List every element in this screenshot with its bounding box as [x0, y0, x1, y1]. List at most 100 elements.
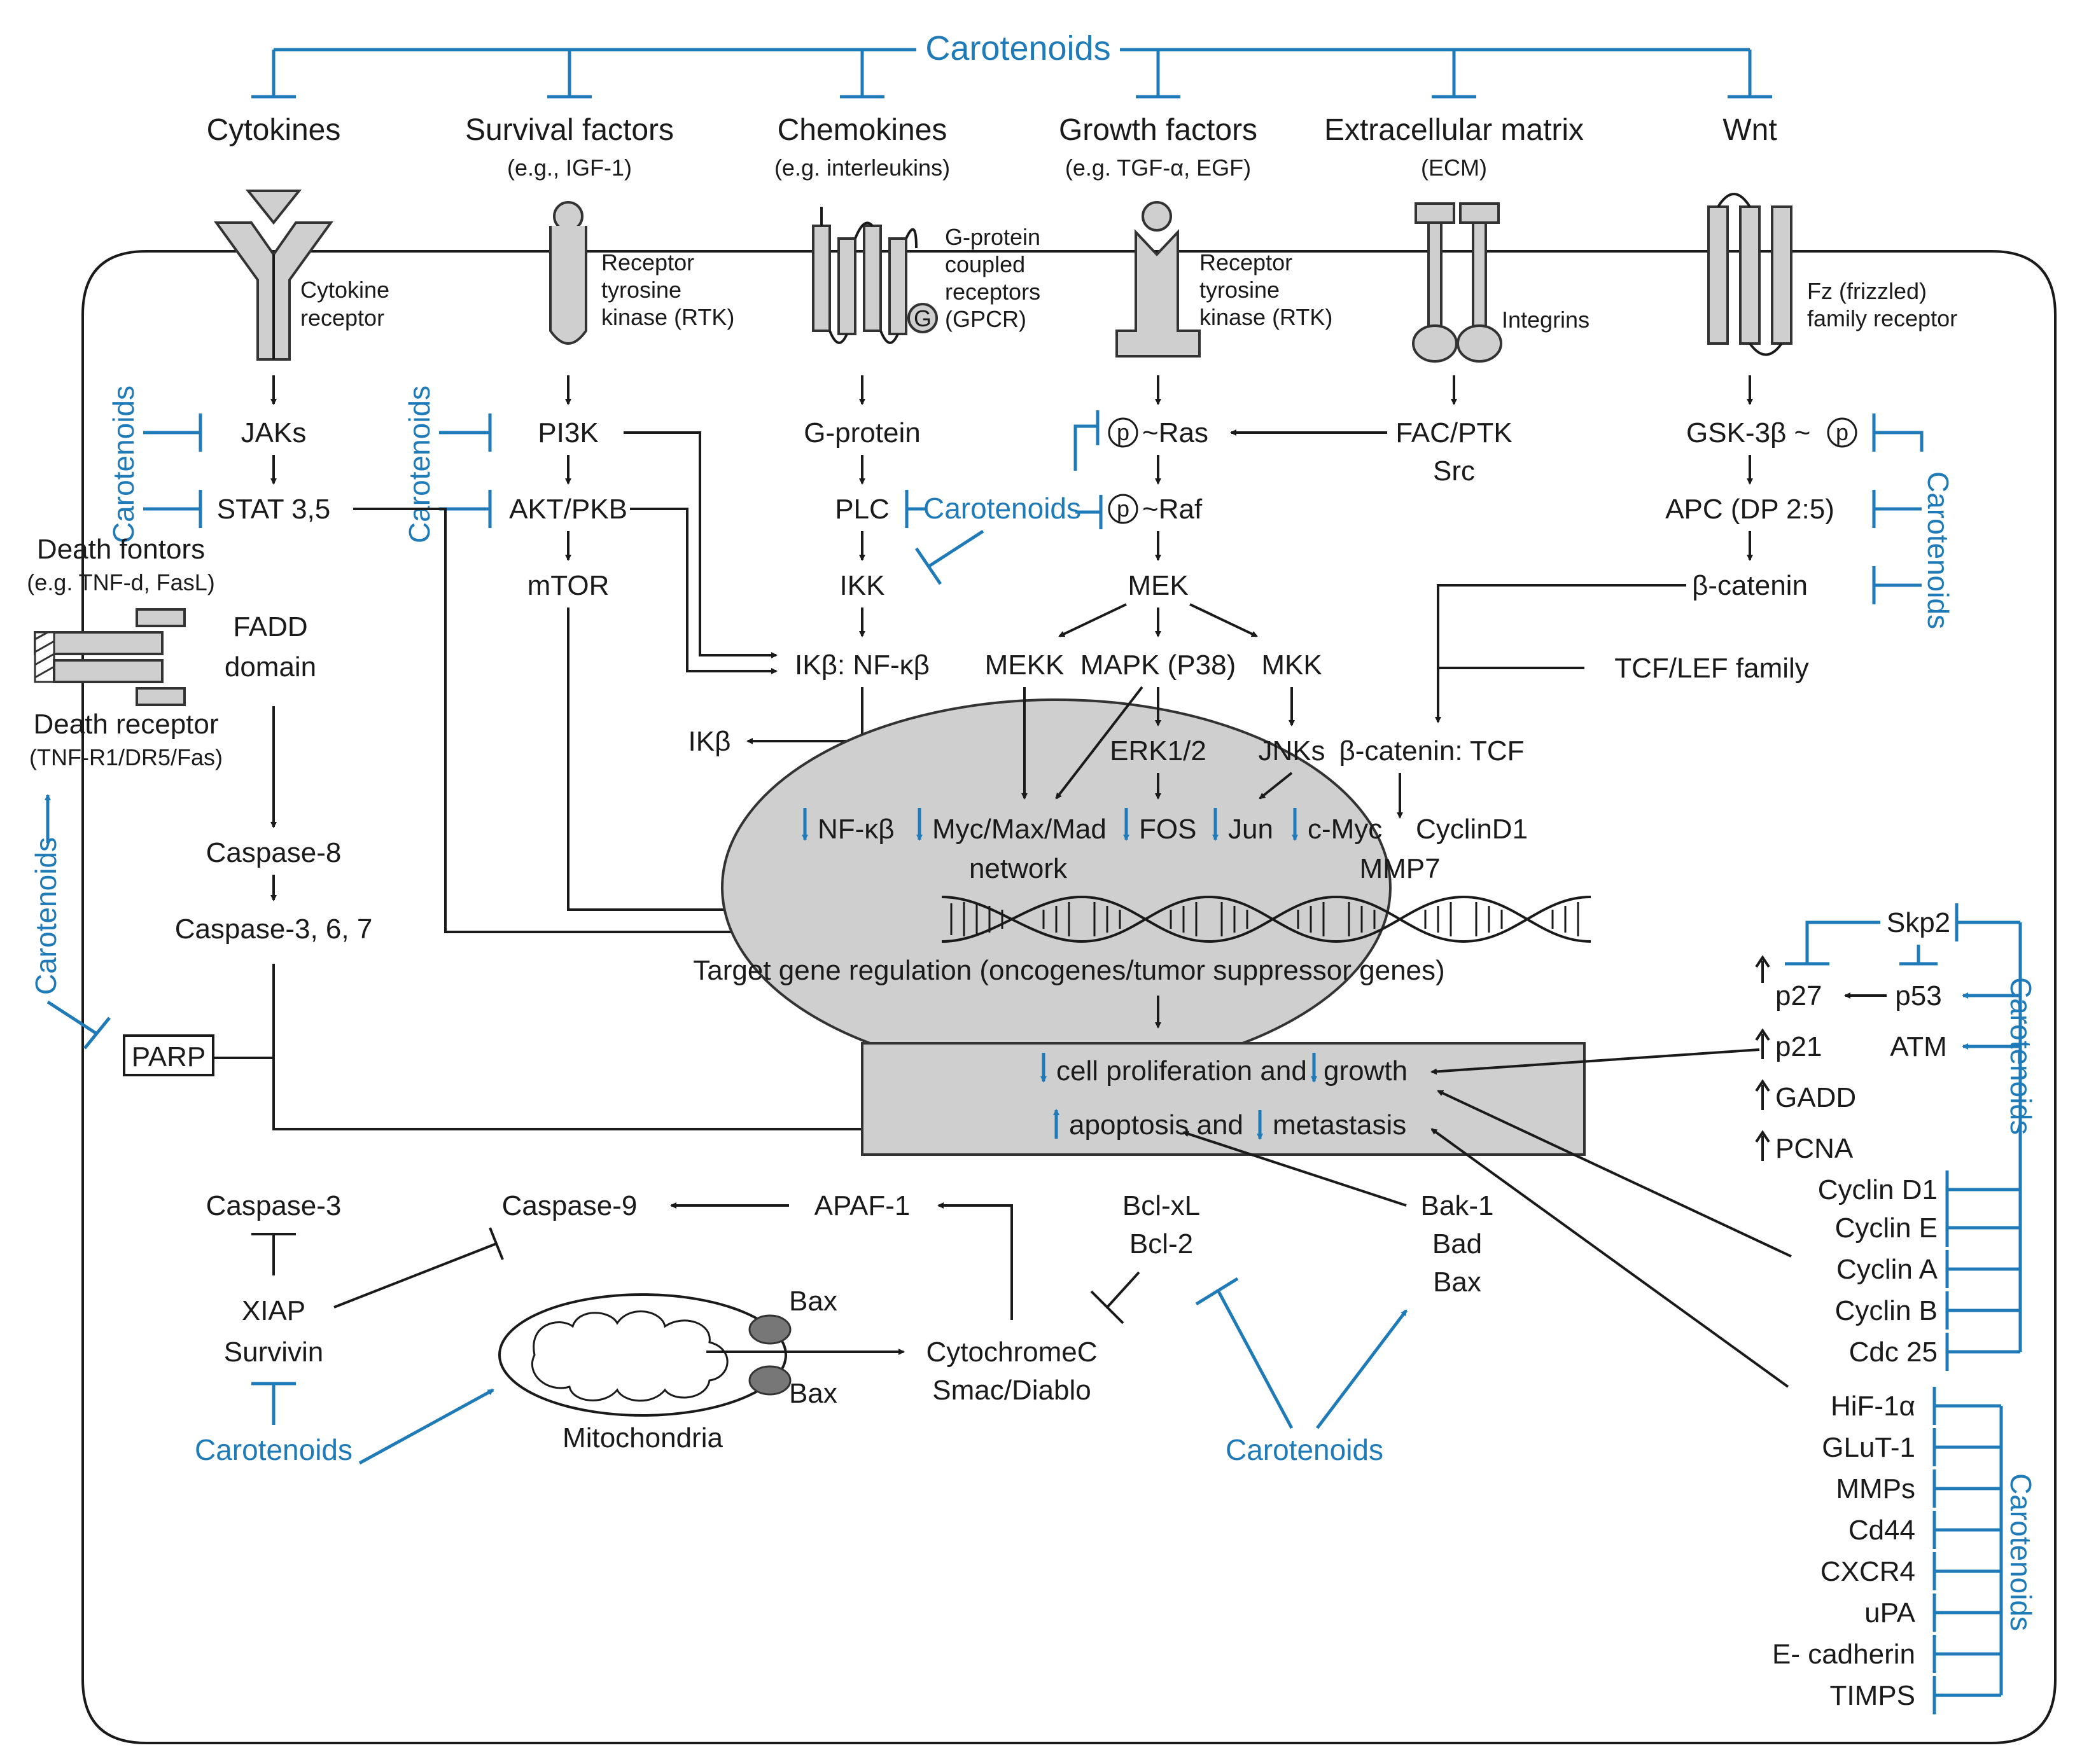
- carotenoids-wnt-label: Carotenoids: [1922, 471, 1955, 629]
- gpcr-label-3: receptors: [945, 279, 1040, 305]
- mitochondria-inner: [531, 1310, 729, 1402]
- rtk2-label-1: Receptor: [1199, 249, 1292, 275]
- raf-p-symbol: p: [1117, 496, 1129, 522]
- fz-label-1: Fz (frizzled): [1807, 278, 1927, 304]
- node-mkk: MKK: [1261, 649, 1322, 681]
- node-raf: ~Raf: [1142, 494, 1203, 525]
- node-akt: AKT/PKB: [509, 494, 627, 525]
- node-ikb-nfkb: IKβ: NF-κβ: [795, 649, 930, 681]
- outcome-box: cell proliferation and growth apoptosis …: [861, 1042, 1586, 1156]
- node-bcatenin: β-catenin: [1692, 570, 1808, 601]
- node-bcl-xl: Bcl-xL: [1122, 1190, 1200, 1221]
- node-survivin: Survivin: [224, 1337, 324, 1368]
- rtk2-label-3: kinase (RTK): [1199, 304, 1332, 330]
- mitochondrial-apoptosis-pathway: Caspase-3 XIAP Survivin Carotenoids Casp…: [195, 1130, 1494, 1466]
- node-ikb: IKβ: [688, 726, 731, 757]
- gpcr-g-label: G: [914, 305, 932, 331]
- node-pi3k: PI3K: [538, 417, 598, 448]
- rtk-receptor-2-shape: Receptor tyrosine kinase (RTK): [1115, 201, 1332, 358]
- fz-receptor-shape: Fz (frizzled) family receptor: [1707, 193, 1957, 356]
- node-src: Src: [1433, 455, 1475, 487]
- metastasis-markers: HiF-1α GLuT-1 MMPs Cd44 CXCR4 uPA E- cad…: [1430, 1128, 2037, 1714]
- node-cyclin-d1-nuc: CyclinD1: [1416, 814, 1528, 845]
- carotenoids-bcl-label: Carotenoids: [1226, 1433, 1383, 1466]
- node-death-fontors: Death fontors: [37, 534, 205, 565]
- carotenoids-plc-label: Carotenoids: [923, 492, 1081, 525]
- marker-6: E- cadherin: [1772, 1639, 1915, 1670]
- node-mmp7: MMP7: [1359, 853, 1440, 884]
- node-death-receptor-sub: (TNF-R1/DR5/Fas): [29, 744, 223, 770]
- marker-2: MMPs: [1836, 1473, 1915, 1504]
- node-fadd-1: FADD: [233, 611, 307, 642]
- ligand-extracellular-matrix: Extracellular matrix: [1324, 113, 1584, 147]
- node-cytochrome-c: CytochromeC: [926, 1337, 1098, 1368]
- node-atm: ATM: [1890, 1031, 1947, 1062]
- node-mapk: MAPK (P38): [1080, 649, 1236, 681]
- node-mekk: MEKK: [985, 649, 1065, 681]
- node-stat: STAT 3,5: [217, 494, 331, 525]
- marker-4: CXCR4: [1820, 1556, 1915, 1587]
- gsk-p-symbol: p: [1836, 419, 1848, 445]
- node-bak-1: Bak-1: [1421, 1190, 1494, 1221]
- node-fos: FOS: [1139, 814, 1196, 845]
- integrins-label: Integrins: [1502, 307, 1589, 333]
- wnt-pathway: GSK-3β ~ p APC (DP 2:5) β-catenin Carote…: [1435, 375, 1955, 723]
- node-smac-diablo: Smac/Diablo: [932, 1375, 1091, 1406]
- cytokine-receptor-label-1: Cytokine: [300, 277, 389, 303]
- rtk2-label-2: tyrosine: [1199, 277, 1280, 303]
- node-death-fontors-sub: (e.g. TNF-d, FasL): [27, 569, 214, 595]
- rtk1-label-2: tyrosine: [601, 277, 681, 303]
- carotenoids-death-label: Carotenoids: [29, 837, 62, 995]
- gpcr-nfkb-pathway: G-protein PLC IKK IKβ: NF-κβ IKβ Caroten…: [688, 375, 1103, 793]
- node-tcf-lef: TCF/LEF family: [1614, 653, 1809, 684]
- node-erk: ERK1/2: [1110, 735, 1206, 767]
- node-death-receptor: Death receptor: [33, 709, 218, 740]
- node-bcat-tcf: β-catenin: TCF: [1339, 735, 1524, 767]
- integrin-shape: Integrins: [1412, 202, 1589, 363]
- rtk1-label-1: Receptor: [601, 249, 694, 275]
- top-carotenoid-inhibition: Carotenoids: [251, 29, 1772, 99]
- cyclin-0: Cyclin D1: [1818, 1174, 1938, 1205]
- node-p27: p27: [1775, 980, 1822, 1011]
- gpcr-label-4: (GPCR): [945, 306, 1026, 332]
- ligand-survival-factors: Survival factors: [465, 113, 674, 147]
- outcome-proliferation: cell proliferation and: [1056, 1055, 1307, 1087]
- node-myc-max-mad: Myc/Max/Mad: [932, 814, 1107, 845]
- node-caspase-8: Caspase-8: [206, 837, 342, 868]
- ligand-chemokines: Chemokines: [778, 113, 947, 147]
- jak-stat-pathway: JAKs STAT 3,5 Carotenoids: [107, 375, 330, 543]
- outcome-growth: growth: [1324, 1055, 1408, 1087]
- node-apaf-1: APAF-1: [814, 1190, 911, 1221]
- carotenoids-p53-label: Carotenoids: [2004, 977, 2037, 1135]
- fz-label-2: family receptor: [1807, 305, 1957, 331]
- marker-7: TIMPS: [1830, 1680, 1915, 1711]
- node-bax-top: Bax: [789, 1286, 837, 1317]
- outcome-metastasis: metastasis: [1273, 1109, 1406, 1141]
- marker-1: GLuT-1: [1822, 1432, 1915, 1463]
- top-carotenoids-label: Carotenoids: [925, 29, 1110, 67]
- rtk-receptor-1-shape: Receptor tyrosine kinase (RTK): [549, 201, 734, 345]
- node-bad: Bad: [1432, 1228, 1482, 1260]
- cyclin-4: Cdc 25: [1849, 1337, 1938, 1368]
- ligand-growth-factors-sub: (e.g. TGF-α, EGF): [1065, 155, 1251, 181]
- nucleus: ERK1/2 JNKs β-catenin: TCF NF-κβ Myc/Max…: [693, 686, 1591, 1076]
- carotenoids-markers-label: Carotenoids: [2004, 1473, 2037, 1631]
- node-fadd-2: domain: [225, 651, 316, 683]
- cytokine-receptor-shape: Cytokine receptor: [214, 190, 389, 361]
- node-bax-bottom: Bax: [789, 1378, 837, 1409]
- ligand-labels: Cytokines Survival factors (e.g., IGF-1)…: [207, 113, 1777, 181]
- node-jun: Jun: [1228, 814, 1273, 845]
- gpcr-label-1: G-protein: [945, 224, 1040, 250]
- gpcr-label-2: coupled: [945, 251, 1025, 277]
- node-mtor: mTOR: [527, 570, 610, 601]
- rtk1-label-3: kinase (RTK): [601, 304, 734, 330]
- node-target-gene-regulation: Target gene regulation (oncogenes/tumor …: [693, 955, 1444, 986]
- node-parp: PARP: [132, 1041, 206, 1073]
- node-mitochondria: Mitochondria: [562, 1422, 723, 1454]
- node-fac: FAC/PTK: [1395, 417, 1512, 448]
- node-jnks: JNKs: [1258, 735, 1325, 767]
- cyclin-1: Cyclin E: [1835, 1212, 1938, 1244]
- node-caspase-367: Caspase-3, 6, 7: [175, 913, 373, 945]
